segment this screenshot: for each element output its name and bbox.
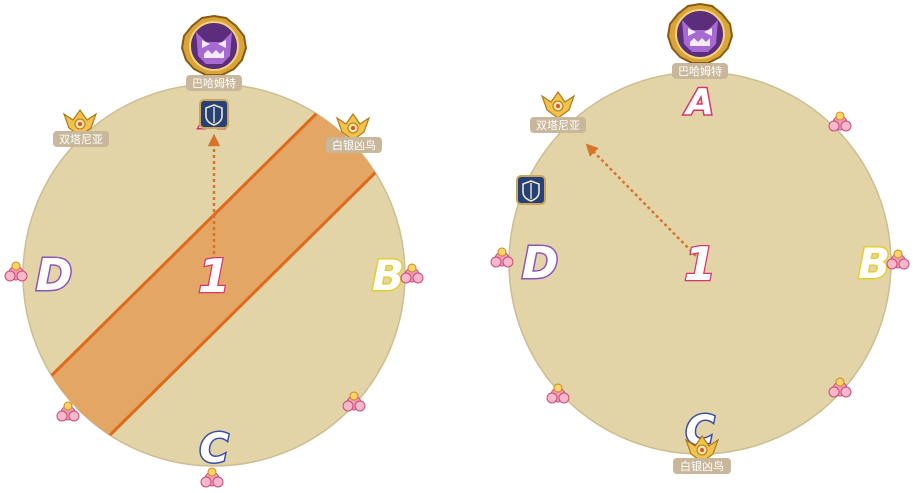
add-right-label: 白银凶鸟 [332,138,376,152]
waymark-c: C [199,426,228,472]
boss-label: 巴哈姆特 [192,76,236,90]
add-left-label-bg [530,117,586,133]
left-panel: 1 A B C D 双塔尼亚 白银凶鸟 巴哈姆特 [4,15,424,488]
waymark-a: A [683,82,714,123]
tank-shield-icon [516,175,546,205]
waymark-b: B [858,239,890,288]
add-left-label-bg [53,131,109,147]
pink-flower-orb-icon [828,111,852,132]
boss-label-bg [186,75,242,91]
waymark-b: B [372,251,404,300]
purple-boss-icon [181,15,247,76]
tank-shield-icon [199,99,229,129]
add-bottom-label: 白银凶鸟 [680,459,724,473]
waymark-d: D [522,238,559,289]
purple-boss-icon [667,3,733,64]
boss-label-bg [672,63,728,79]
line-aoe-band [43,108,382,442]
waymark-one: 1 [198,249,230,303]
movement-arrow [585,143,697,257]
waymark-d: D [36,250,73,301]
add-left-label: 双塔尼亚 [59,133,103,146]
waymark-one: 1 [684,237,716,291]
right-panel: 1 A B C D 双塔尼亚 白银凶鸟 巴哈姆特 [490,3,910,474]
add-bottom-label-bg [673,458,731,474]
bird-add-icon [541,91,575,119]
add-left-label: 双塔尼亚 [536,119,580,132]
add-right-label-bg [326,137,382,153]
boss-label: 巴哈姆特 [678,64,722,78]
